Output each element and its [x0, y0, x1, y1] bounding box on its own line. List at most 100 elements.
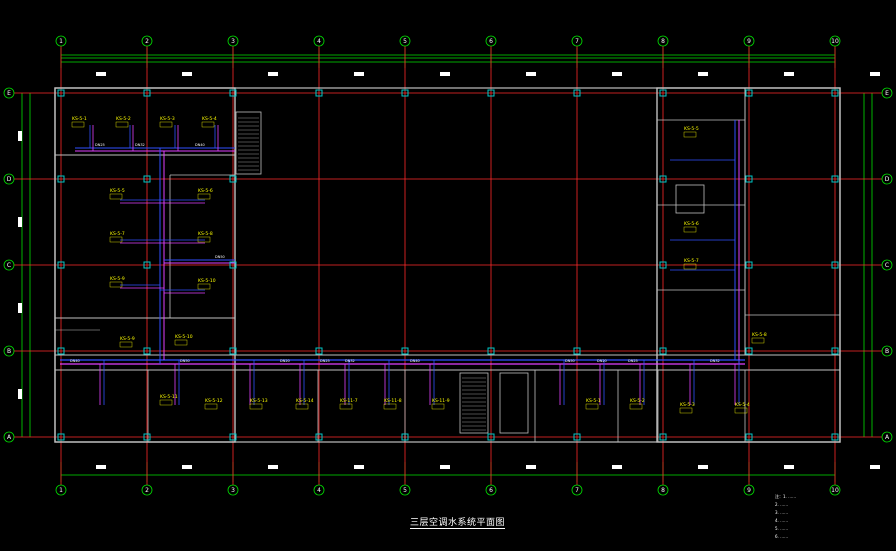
fan-coil-tag: KS-5-9 — [110, 276, 125, 282]
fan-coil-tag: KS-5-4 — [735, 402, 750, 408]
fan-coil-unit — [431, 403, 445, 410]
column — [573, 433, 581, 441]
dimension-text — [96, 72, 106, 76]
note-line: 4. …… — [775, 518, 789, 523]
fan-coil-tag: KS-5-2 — [630, 398, 645, 404]
axis-bubble-label: B — [7, 348, 11, 355]
column — [745, 261, 753, 269]
axis-bubble — [227, 35, 239, 47]
dimension-text — [440, 72, 450, 76]
axis-bubble-label: 1 — [59, 487, 63, 494]
fan-coil-unit — [683, 263, 697, 270]
dimension-text — [268, 72, 278, 76]
dimension-text — [182, 465, 192, 469]
dimension-text — [96, 465, 106, 469]
dimension-text — [18, 217, 22, 227]
fan-coil-tag: KS-5-8 — [198, 231, 213, 237]
fan-coil-unit — [204, 403, 218, 410]
fan-coil-tag: KS-5-5 — [684, 126, 699, 132]
note-line: 3. …… — [775, 510, 789, 515]
fan-coil-unit — [339, 403, 353, 410]
column — [315, 347, 323, 355]
axis-bubble-label: 10 — [831, 38, 839, 45]
axis-bubble-label: A — [885, 434, 890, 441]
dimension-text — [784, 72, 794, 76]
column — [745, 175, 753, 183]
column — [57, 347, 65, 355]
axis-bubble — [485, 35, 497, 47]
axis-bubble-label: 5 — [403, 38, 407, 45]
axis-bubble — [571, 484, 583, 496]
pipe-size-tag: DN40 — [70, 359, 80, 363]
dimension-text — [526, 72, 536, 76]
axis-bubble — [881, 431, 893, 443]
column — [659, 347, 667, 355]
pipe-size-tag: DN32 — [345, 359, 355, 363]
column — [831, 175, 839, 183]
column — [831, 347, 839, 355]
column — [229, 175, 237, 183]
column — [143, 347, 151, 355]
axis-bubble-label: D — [7, 176, 12, 183]
column — [401, 347, 409, 355]
fan-coil-tag: KS-5-5 — [110, 188, 125, 194]
axis-bubble-label: 6 — [489, 487, 493, 494]
dimension-text — [354, 465, 364, 469]
column — [487, 89, 495, 97]
fan-coil-unit — [295, 403, 309, 410]
dimension-text — [698, 465, 708, 469]
dimension-text — [870, 72, 880, 76]
drawing-title: 三层空调水系统平面图 — [410, 515, 506, 529]
axis-bubble — [657, 35, 669, 47]
dimension-text — [182, 72, 192, 76]
column — [229, 261, 237, 269]
axis-bubble-label: 1 — [59, 38, 63, 45]
column — [745, 347, 753, 355]
fan-coil-unit — [683, 226, 697, 233]
axis-bubble-label: 5 — [403, 487, 407, 494]
axis-bubble — [3, 87, 15, 99]
axis-bubble — [313, 484, 325, 496]
axis-bubble — [399, 35, 411, 47]
dimension-text — [612, 72, 622, 76]
pipe-size-tag: DN25 — [95, 143, 105, 147]
axis-bubble — [313, 35, 325, 47]
dimension-text — [698, 72, 708, 76]
fan-coil-tag: KS-5-7 — [110, 231, 125, 237]
fan-coil-unit — [629, 403, 643, 410]
axis-bubble-label: E — [885, 90, 889, 97]
fan-coil-unit — [109, 193, 123, 200]
fan-coil-unit — [751, 337, 765, 344]
axis-bubble — [399, 484, 411, 496]
dimension-text — [268, 465, 278, 469]
axis-bubble — [829, 484, 841, 496]
fan-coil-unit — [201, 121, 215, 128]
fan-coil-tag: KS-5-10 — [198, 278, 216, 284]
column — [57, 433, 65, 441]
axis-bubble-label: 6 — [489, 38, 493, 45]
structural-columns — [57, 89, 839, 441]
fan-coil-tag: KS-11-7 — [340, 398, 358, 404]
note-line: 6. …… — [775, 534, 789, 539]
column — [401, 433, 409, 441]
column — [229, 433, 237, 441]
column — [57, 261, 65, 269]
axis-bubble-label: 2 — [145, 487, 149, 494]
axis-bubble — [3, 259, 15, 271]
fan-coil-unit — [197, 283, 211, 290]
pipe-size-tag: DN20 — [597, 359, 607, 363]
axis-bubble-label: A — [7, 434, 12, 441]
pipe-size-tag: DN32 — [710, 359, 720, 363]
axis-bubble — [881, 87, 893, 99]
axis-bubble — [743, 484, 755, 496]
column — [831, 261, 839, 269]
axis-bubble — [657, 484, 669, 496]
fan-coil-tag: KS-5-13 — [250, 398, 268, 404]
axis-bubble-label: 4 — [317, 487, 321, 494]
column — [573, 347, 581, 355]
pipe-size-tag: DN25 — [320, 359, 330, 363]
dimension-text — [18, 389, 22, 399]
pipe-size-tag: DN20 — [280, 359, 290, 363]
fan-coil-tag: KS-5-1 — [586, 398, 601, 404]
